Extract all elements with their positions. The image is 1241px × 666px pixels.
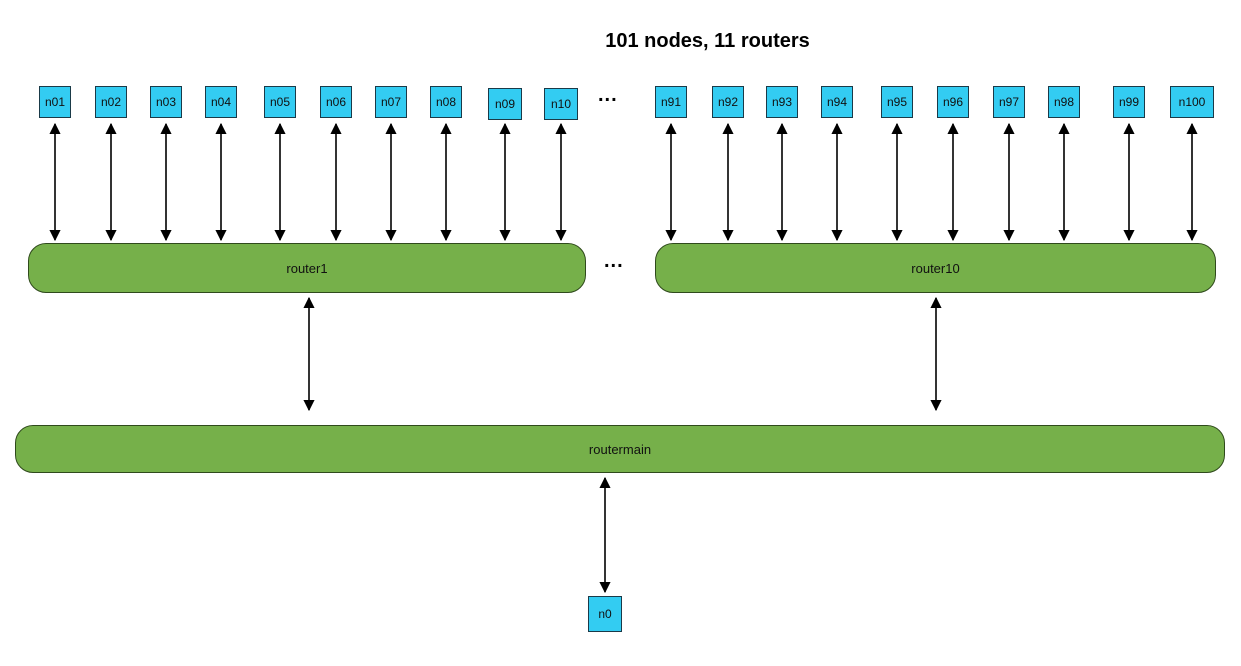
node-n94: n94 (821, 86, 853, 118)
node-label: n92 (717, 95, 739, 109)
node-label: n07 (380, 95, 402, 109)
node-n01: n01 (39, 86, 71, 118)
node-n95: n95 (881, 86, 913, 118)
node-label: n94 (826, 95, 848, 109)
node-label: n98 (1053, 95, 1075, 109)
node-n04: n04 (205, 86, 237, 118)
node-n10: n10 (544, 88, 578, 120)
node-n100: n100 (1170, 86, 1214, 118)
node-n09: n09 (488, 88, 522, 120)
root-node: n0 (588, 596, 622, 632)
node-label: n99 (1118, 95, 1140, 109)
node-n03: n03 (150, 86, 182, 118)
router-1-label: router1 (286, 260, 328, 276)
router-10: router10 (655, 243, 1216, 293)
node-n06: n06 (320, 86, 352, 118)
node-label: n03 (155, 95, 177, 109)
ellipsis-nodes: ... (598, 84, 618, 106)
node-n07: n07 (375, 86, 407, 118)
node-label: n91 (660, 95, 682, 109)
node-label: n93 (771, 95, 793, 109)
node-label: n08 (435, 95, 457, 109)
node-label: n09 (494, 97, 516, 111)
node-label: n05 (269, 95, 291, 109)
router-1: router1 (28, 243, 586, 293)
node-label: n01 (44, 95, 66, 109)
node-n99: n99 (1113, 86, 1145, 118)
node-label: n10 (550, 97, 572, 111)
node-n92: n92 (712, 86, 744, 118)
node-label: n100 (1178, 95, 1206, 109)
root-node-label: n0 (598, 607, 612, 621)
ellipsis-routers: ... (604, 250, 624, 272)
node-n02: n02 (95, 86, 127, 118)
diagram-title: 101 nodes, 11 routers (605, 30, 810, 52)
router-main-label: routermain (588, 441, 652, 457)
node-label: n96 (942, 95, 964, 109)
router-10-label: router10 (911, 260, 960, 276)
node-label: n97 (998, 95, 1020, 109)
node-n08: n08 (430, 86, 462, 118)
node-n98: n98 (1048, 86, 1080, 118)
node-n96: n96 (937, 86, 969, 118)
node-n93: n93 (766, 86, 798, 118)
router-main: routermain (15, 425, 1225, 473)
node-n05: n05 (264, 86, 296, 118)
node-label: n04 (210, 95, 232, 109)
node-label: n02 (100, 95, 122, 109)
node-label: n06 (325, 95, 347, 109)
node-n91: n91 (655, 86, 687, 118)
node-n97: n97 (993, 86, 1025, 118)
node-label: n95 (886, 95, 908, 109)
